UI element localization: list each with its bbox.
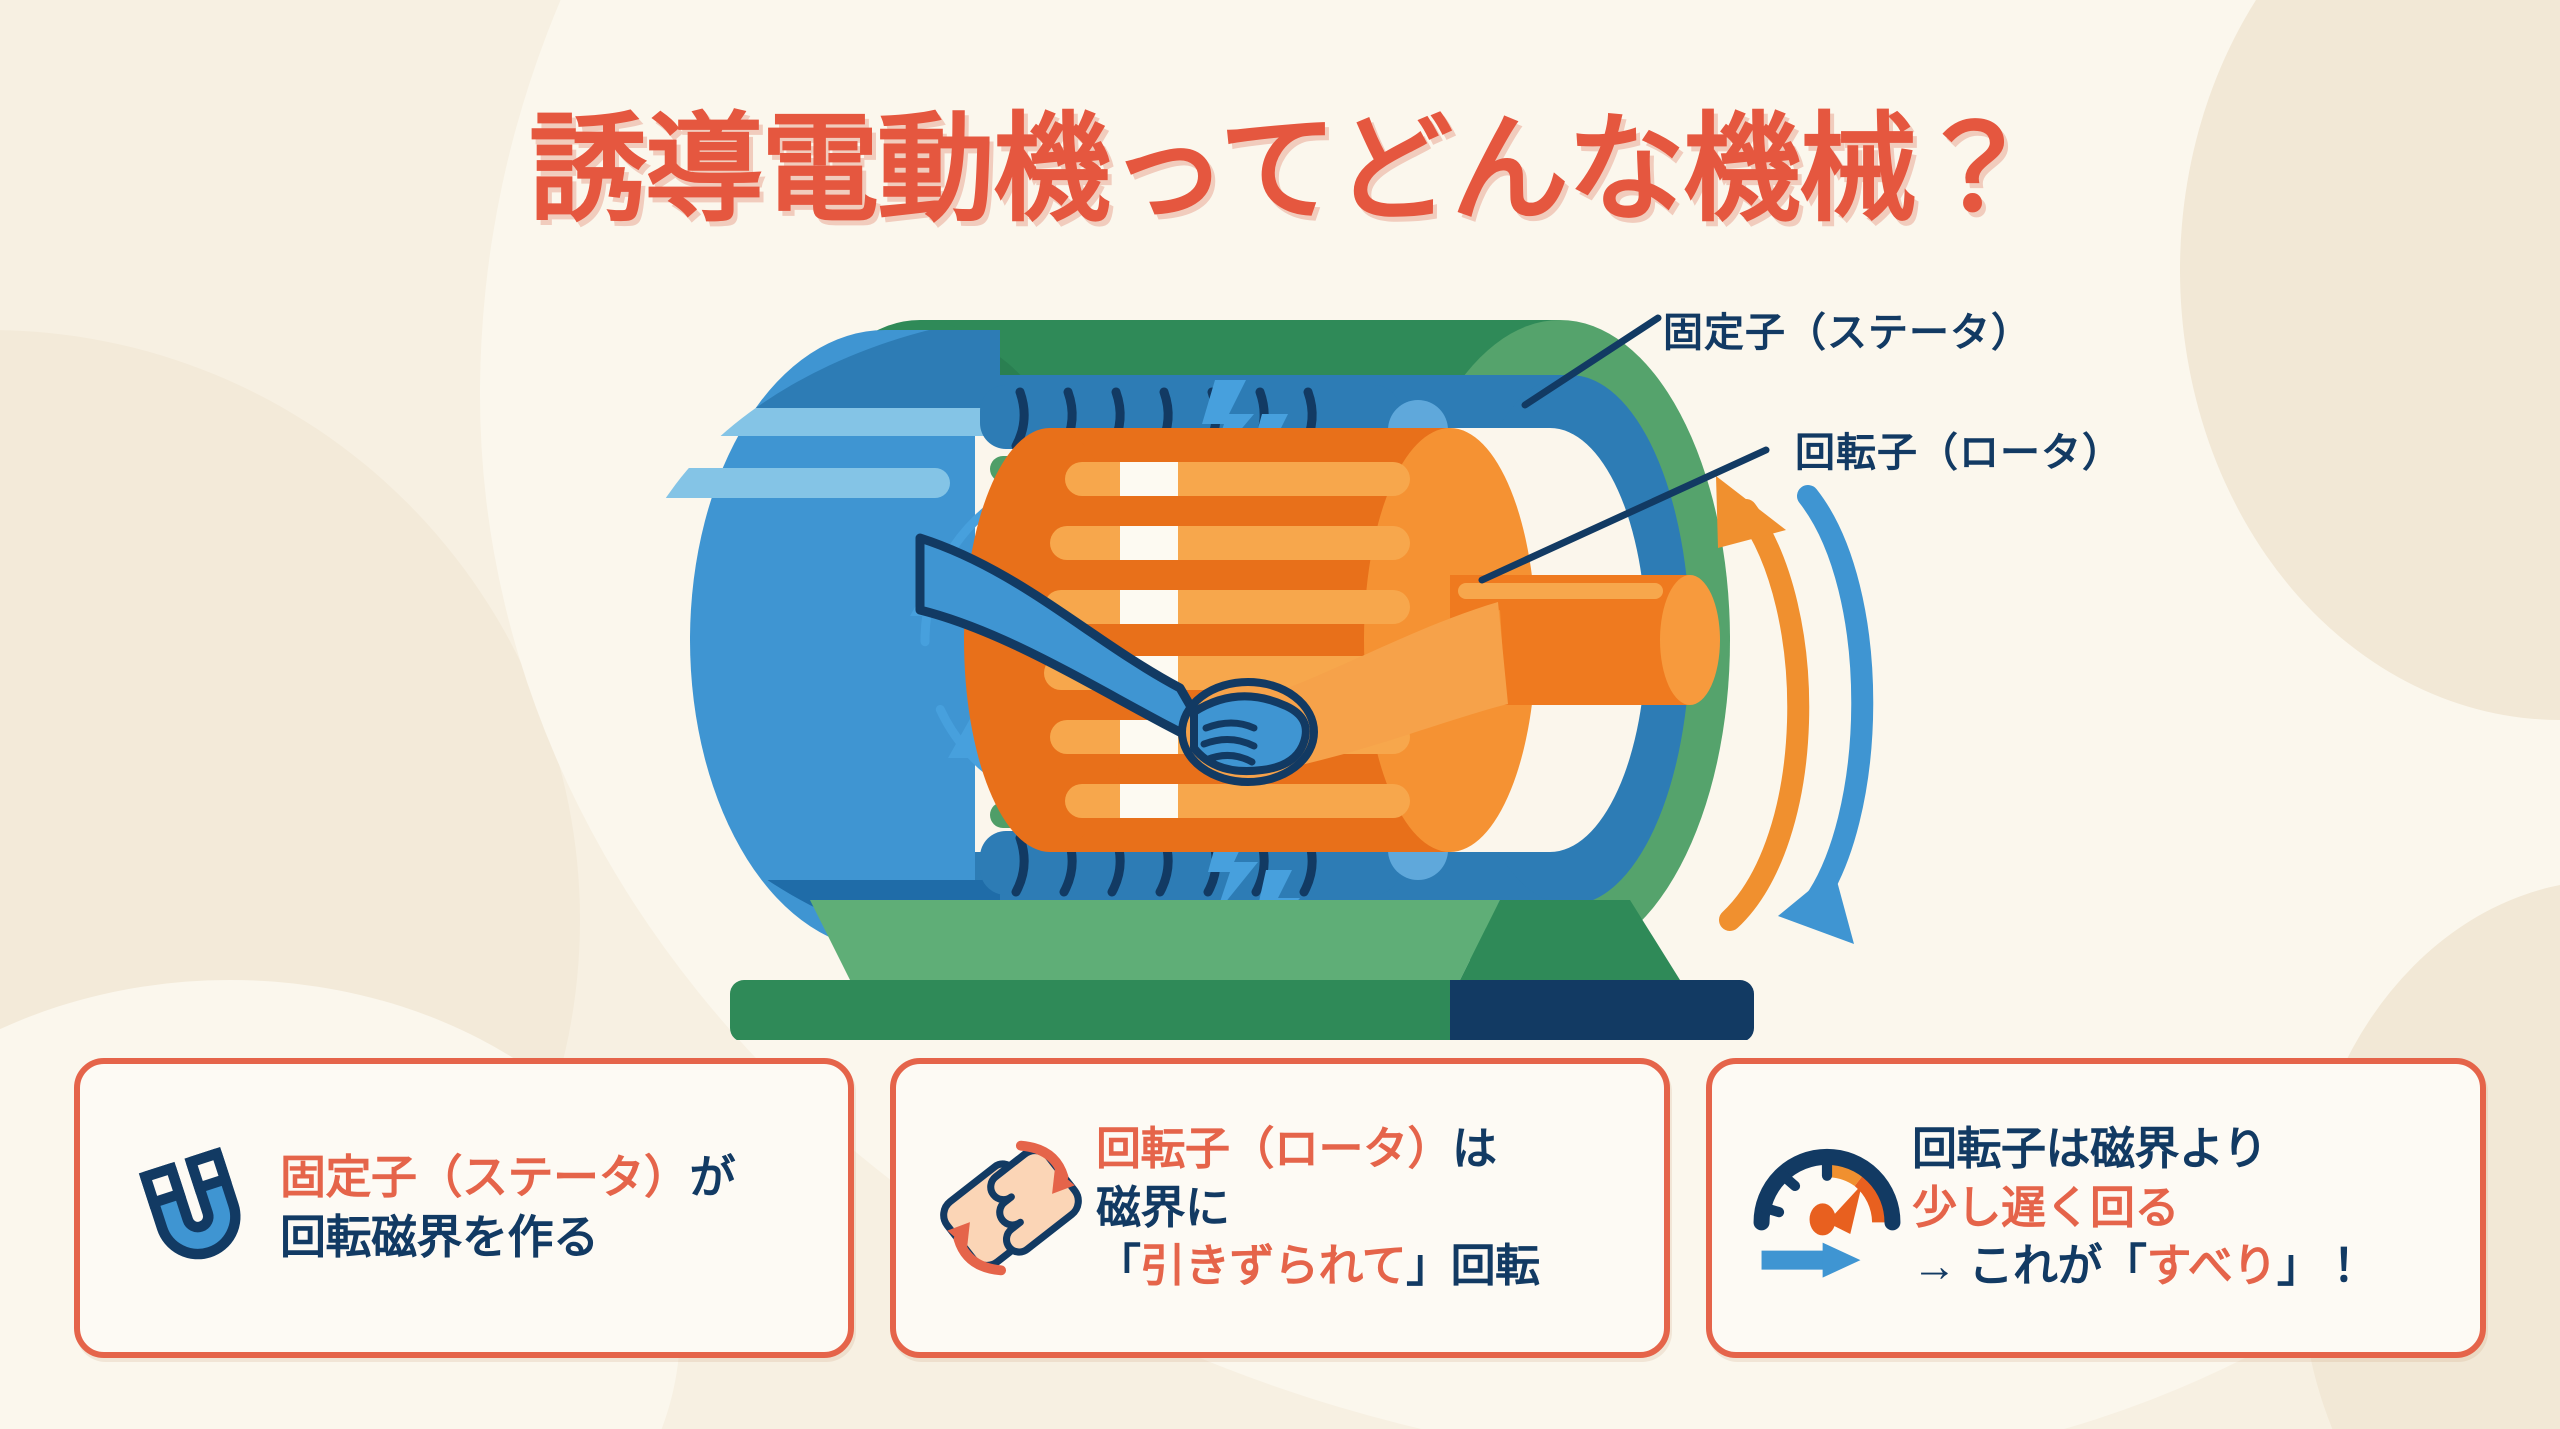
card-rotor-text: 回転子（ロータ）は磁界に「引きずられて」回転: [1096, 1120, 1638, 1296]
highlighted-text: 回転子（ロータ）: [1096, 1123, 1453, 1175]
card-text-line: 回転子（ロータ）は: [1096, 1120, 1638, 1179]
card-stator[interactable]: 固定子（ステータ）が回転磁界を作る: [74, 1058, 854, 1358]
card-rotor[interactable]: 回転子（ロータ）は磁界に「引きずられて」回転: [890, 1058, 1670, 1358]
plain-text: 」回転: [1406, 1240, 1540, 1292]
card-text-line: 回転磁界を作る: [280, 1208, 822, 1268]
callout-label-rotor: 回転子（ロータ）: [1795, 431, 2123, 475]
rotor: [964, 428, 1536, 852]
handshake-illustration: [915, 533, 1508, 786]
highlighted-text: すべり: [2146, 1240, 2278, 1292]
plain-text: は: [1452, 1123, 1497, 1175]
plain-text: 回転磁界を作る: [280, 1211, 599, 1263]
card-text-line: 磁界に: [1096, 1179, 1638, 1238]
plain-text: 「: [1096, 1240, 1141, 1292]
field-rotation-arrow: [1716, 476, 1810, 931]
highlighted-text: 少し遅く回る: [1912, 1181, 2180, 1233]
plain-text: 」！: [2276, 1240, 2367, 1292]
plain-text: 磁界に: [1096, 1181, 1230, 1233]
hands-icon: [926, 1113, 1096, 1303]
motor-illustration: [620, 280, 1980, 1040]
page-title: 誘導電動機ってどんな機械？: [528, 104, 2033, 237]
plain-text: → これが「: [1912, 1240, 2147, 1292]
summary-cards: 固定子（ステータ）が回転磁界を作る 回転子（ロータ）は磁界に「引きずられて」回転: [0, 1058, 2560, 1368]
motor-base: [730, 900, 1754, 1040]
card-text-line: 「引きずられて」回転: [1096, 1237, 1638, 1296]
highlighted-text: 引きずられて: [1140, 1240, 1407, 1292]
magnet-icon: [110, 1113, 280, 1303]
plain-text: が: [689, 1151, 736, 1204]
card-text-line: 回転子は磁界より: [1912, 1120, 2454, 1179]
card-slip-text: 回転子は磁界より少し遅く回る→ これが「すべり」！: [1912, 1120, 2454, 1296]
card-stator-text: 固定子（ステータ）が回転磁界を作る: [280, 1148, 822, 1268]
speedometer-icon: [1742, 1113, 1912, 1303]
card-text-line: 固定子（ステータ）が: [280, 1148, 822, 1208]
callout-label-stator: 固定子（ステータ）: [1663, 311, 2032, 355]
card-text-line: 少し遅く回る: [1912, 1179, 2454, 1238]
rotor-rotation-arrow: [1778, 485, 1874, 944]
highlighted-text: 固定子（ステータ）: [280, 1151, 690, 1204]
card-slip[interactable]: 回転子は磁界より少し遅く回る→ これが「すべり」！: [1706, 1058, 2486, 1358]
plain-text: 回転子は磁界より: [1912, 1123, 2268, 1175]
callout-leader-lines: [1478, 314, 1770, 584]
card-text-line: → これが「すべり」！: [1912, 1237, 2454, 1296]
